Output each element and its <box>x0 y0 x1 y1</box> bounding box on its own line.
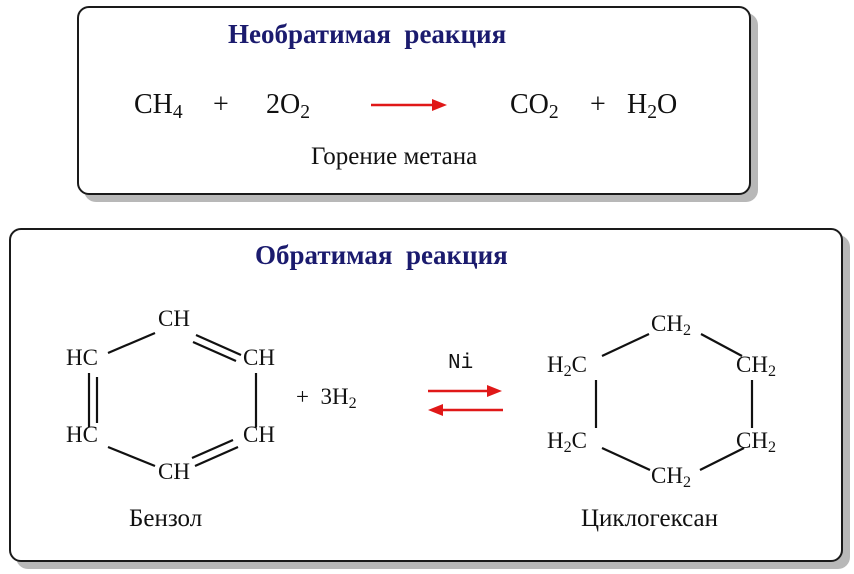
benzene-atom-bottom: CH <box>158 459 190 484</box>
benzene-atom-top: CH <box>158 306 190 331</box>
benzene-atom-upper-right: CH <box>243 345 275 370</box>
cyclohexane-atom-top: CH2 <box>651 311 691 340</box>
reagent-hydrogen: + 3H2 <box>296 384 357 413</box>
plus-sign-1: + <box>213 89 229 120</box>
reactant-methane: CH4 <box>134 89 183 123</box>
plus-sign-2: + <box>590 89 606 120</box>
product-water: H2O <box>627 89 678 123</box>
irreversible-title: Необратимая реакция <box>228 19 507 49</box>
benzene-atom-upper-left: HC <box>66 345 98 370</box>
benzene-atom-lower-right: CH <box>243 422 275 447</box>
benzene-atom-lower-left: HC <box>66 422 98 447</box>
irreversible-reaction-panel <box>77 6 751 195</box>
product-co2: CO2 <box>510 89 559 123</box>
methane-combustion-caption: Горение метана <box>311 143 478 170</box>
cyclohexane-atom-lower-left: H2C <box>547 428 588 457</box>
reactant-oxygen: 2O2 <box>266 89 311 123</box>
reversible-reaction-panel <box>9 228 843 562</box>
cyclohexane-caption: Циклогексан <box>581 505 718 532</box>
reversible-title: Обратимая реакция <box>255 240 508 270</box>
cyclohexane-atom-upper-left: H2C <box>547 352 588 381</box>
cyclohexane-atom-lower-right: CH2 <box>736 428 776 457</box>
cyclohexane-atom-bottom: CH2 <box>651 463 691 492</box>
catalyst-label: Ni <box>448 352 474 375</box>
cyclohexane-atom-upper-right: CH2 <box>736 352 776 381</box>
benzene-caption: Бензол <box>129 505 203 532</box>
